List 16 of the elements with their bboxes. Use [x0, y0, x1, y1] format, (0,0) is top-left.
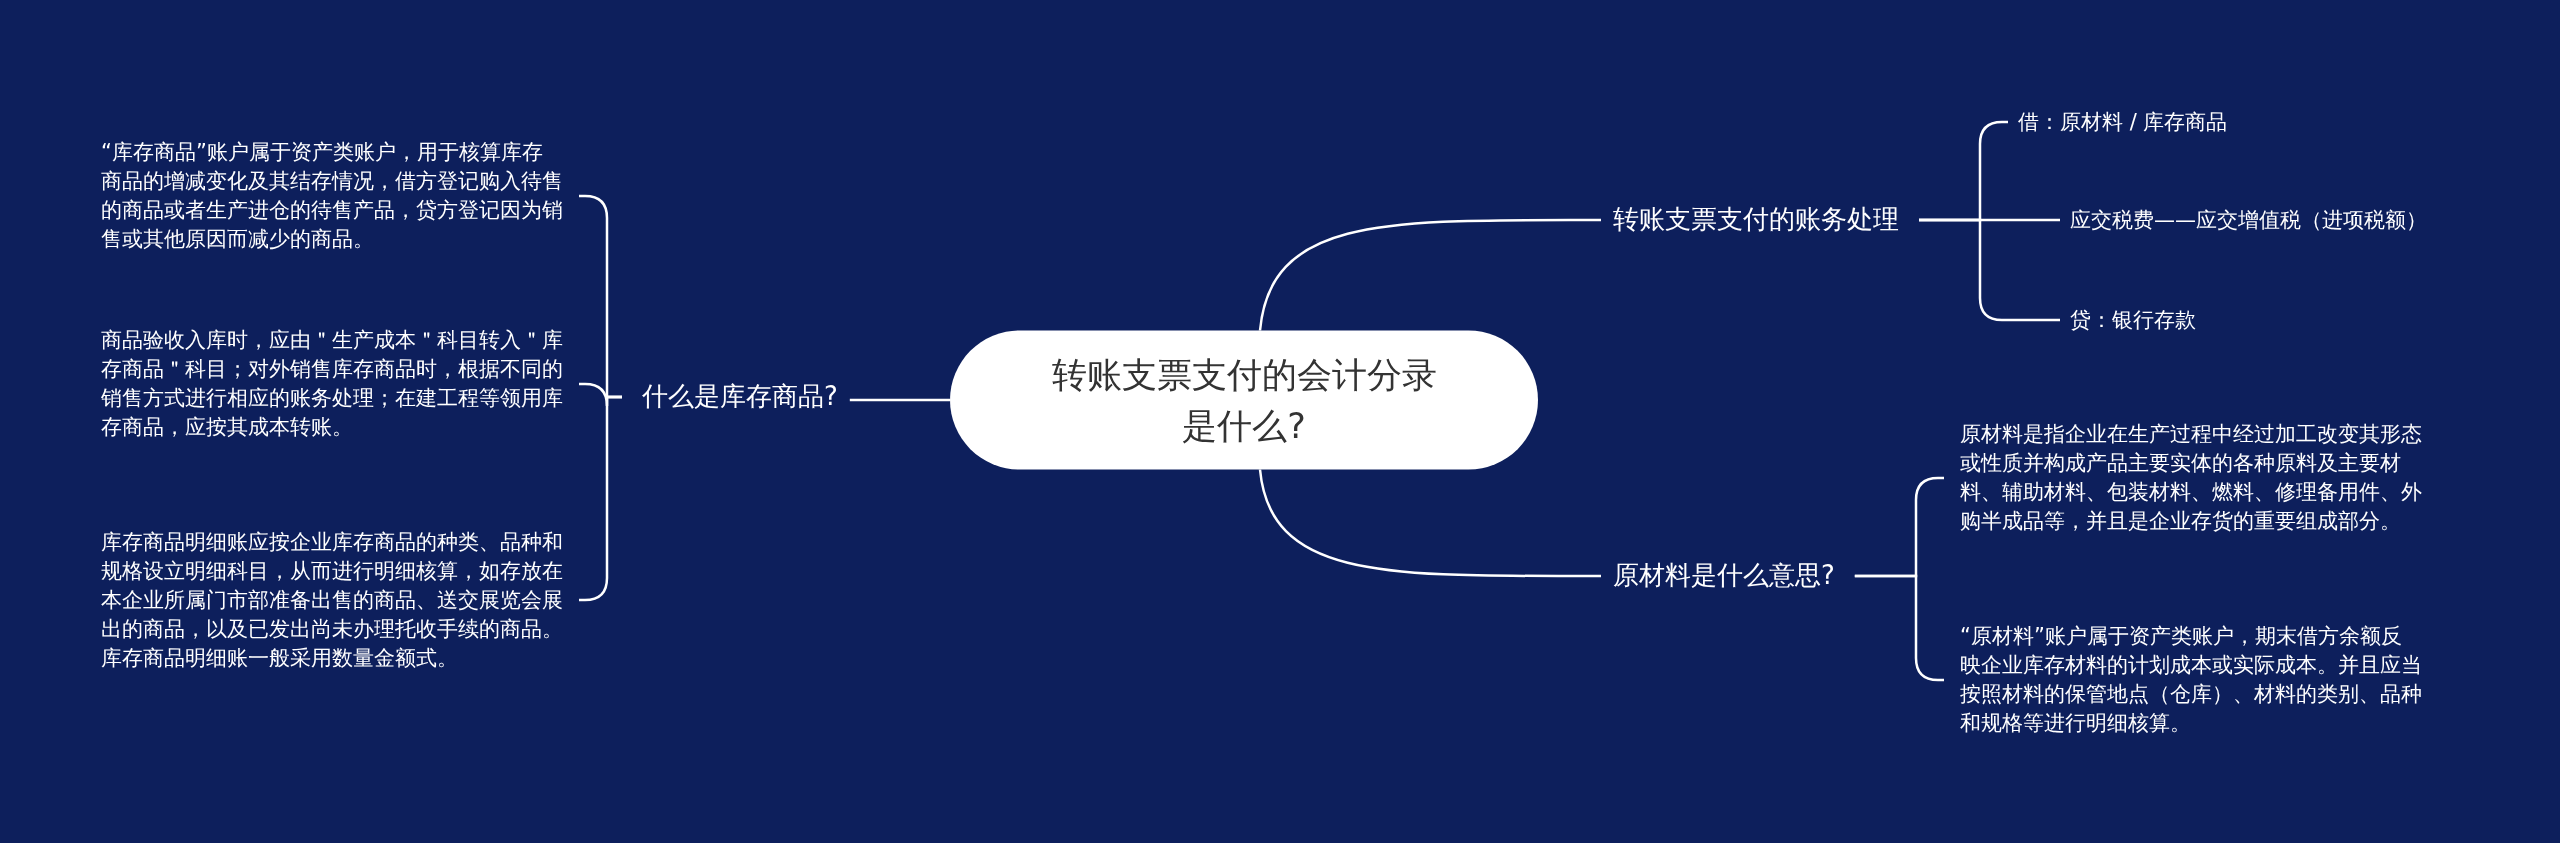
note-text: “原材料”账户属于资产类账户，期末借方余额反映企业库存材料的计划成本或实际成本。并且应当按照材料的保管地点（仓库）、材料的类别、品种和规格等进行明细核算。 — [1944, 620, 2438, 740]
central-topic-pill: 转账支票支付的会计分录是什么? — [950, 330, 1538, 470]
entry-text: 借：原材料 / 库存商品 — [2008, 105, 2238, 139]
branch-topic: 转账支票支付的账务处理 — [1601, 201, 1911, 239]
connector-line — [1258, 218, 1601, 331]
entry-text: 贷：银行存款 — [2060, 303, 2206, 337]
note-text: 商品验收入库时，应由＂生产成本＂科目转入＂库存商品＂科目；对外销售库存商品时，根据不同的销售方式进行相应的账务处理；在建工程等领用库存商品，应按其成本转账。 — [85, 324, 579, 444]
entry-text: 应交税费——应交增值税（进项税额） — [2060, 203, 2437, 237]
note-text: 原材料是指企业在生产过程中经过加工改变其形态或性质并构成产品主要实体的各种原料及主要材料、辅助材料、包装材料、燃料、修理备用件、外购半成品等，并且是企业存货的重要组成部分。 — [1944, 418, 2438, 538]
branch-topic: 什么是库存商品? — [630, 378, 850, 416]
branch-topic: 原材料是什么意思? — [1601, 557, 1847, 595]
connector-line — [1919, 218, 2060, 322]
note-text: 库存商品明细账应按企业库存商品的种类、品种和规格设立明细科目，从而进行明细核算，如存放在本企业所属门市部准备出售的商品、送交展览会展出的商品，以及已发出尚未办理托收手续的商品。库存商品明细账一般采用数量金额式。 — [85, 525, 579, 675]
connector-line — [849, 398, 950, 402]
connector-line — [1258, 469, 1601, 578]
note-text: “库存商品”账户属于资产类账户，用于核算库存商品的增减变化及其结存情况，借方登记购入待售的商品或者生产进仓的待售产品，贷方登记因为销售或其他原因而减少的商品。 — [85, 136, 579, 256]
